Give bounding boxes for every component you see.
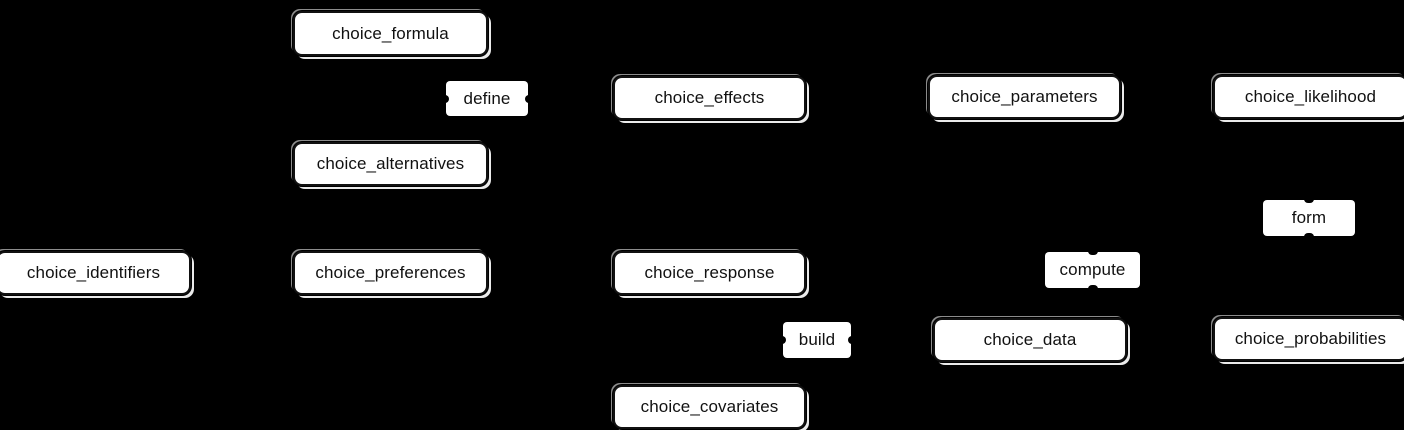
connector-notch-right xyxy=(525,94,529,103)
node-label: choice_effects xyxy=(654,88,765,107)
edge-line xyxy=(806,407,933,409)
edge-line xyxy=(488,273,613,275)
node-choice-covariates[interactable]: choice_covariates xyxy=(613,385,806,429)
node-choice-probabilities[interactable]: choice_probabilities xyxy=(1213,317,1404,361)
node-label: choice_parameters xyxy=(951,87,1098,106)
node-choice-response[interactable]: choice_response xyxy=(613,251,806,295)
edge-label-text: compute xyxy=(1059,260,1126,279)
edge-line xyxy=(488,33,613,35)
node-choice-identifiers[interactable]: choice_identifiers xyxy=(0,251,191,295)
connector-notch-top xyxy=(1304,199,1314,203)
connector-notch-right xyxy=(848,336,852,344)
connector-notch-top xyxy=(1087,251,1098,255)
edge-label-text: form xyxy=(1291,208,1327,227)
edge-label-define[interactable]: define xyxy=(445,81,529,116)
connector-notch-bottom xyxy=(1087,285,1098,289)
node-choice-alternatives[interactable]: choice_alternatives xyxy=(293,142,488,186)
node-choice-formula[interactable]: choice_formula xyxy=(293,11,488,56)
node-label: choice_identifiers xyxy=(26,263,161,282)
edge-line xyxy=(806,97,928,99)
node-label: choice_data xyxy=(983,330,1077,349)
edge-label-build[interactable]: build xyxy=(782,322,852,358)
edge-label-text: build xyxy=(798,330,836,349)
connector-notch-bottom xyxy=(1304,233,1314,237)
node-choice-likelihood[interactable]: choice_likelihood xyxy=(1213,75,1404,119)
node-label: choice_likelihood xyxy=(1244,87,1377,106)
node-label: choice_formula xyxy=(332,23,449,43)
node-label: choice_preferences xyxy=(315,263,466,282)
node-label: choice_covariates xyxy=(640,397,779,416)
node-choice-preferences[interactable]: choice_preferences xyxy=(293,251,488,295)
connector-notch-left xyxy=(782,336,786,344)
node-label: choice_alternatives xyxy=(316,154,465,173)
node-choice-data[interactable]: choice_data xyxy=(933,318,1127,362)
edge-line xyxy=(191,273,293,275)
node-label: choice_probabilities xyxy=(1234,329,1387,348)
edge-label-compute[interactable]: compute xyxy=(1045,251,1140,289)
edge-label-form[interactable]: form xyxy=(1263,199,1355,237)
edge-label-text: define xyxy=(463,88,511,108)
node-choice-parameters[interactable]: choice_parameters xyxy=(928,75,1121,119)
edge-line xyxy=(1121,97,1213,99)
node-choice-effects[interactable]: choice_effects xyxy=(613,76,806,120)
edge-line xyxy=(488,163,613,165)
node-label: choice_response xyxy=(644,263,775,282)
connector-notch-left xyxy=(445,94,449,103)
